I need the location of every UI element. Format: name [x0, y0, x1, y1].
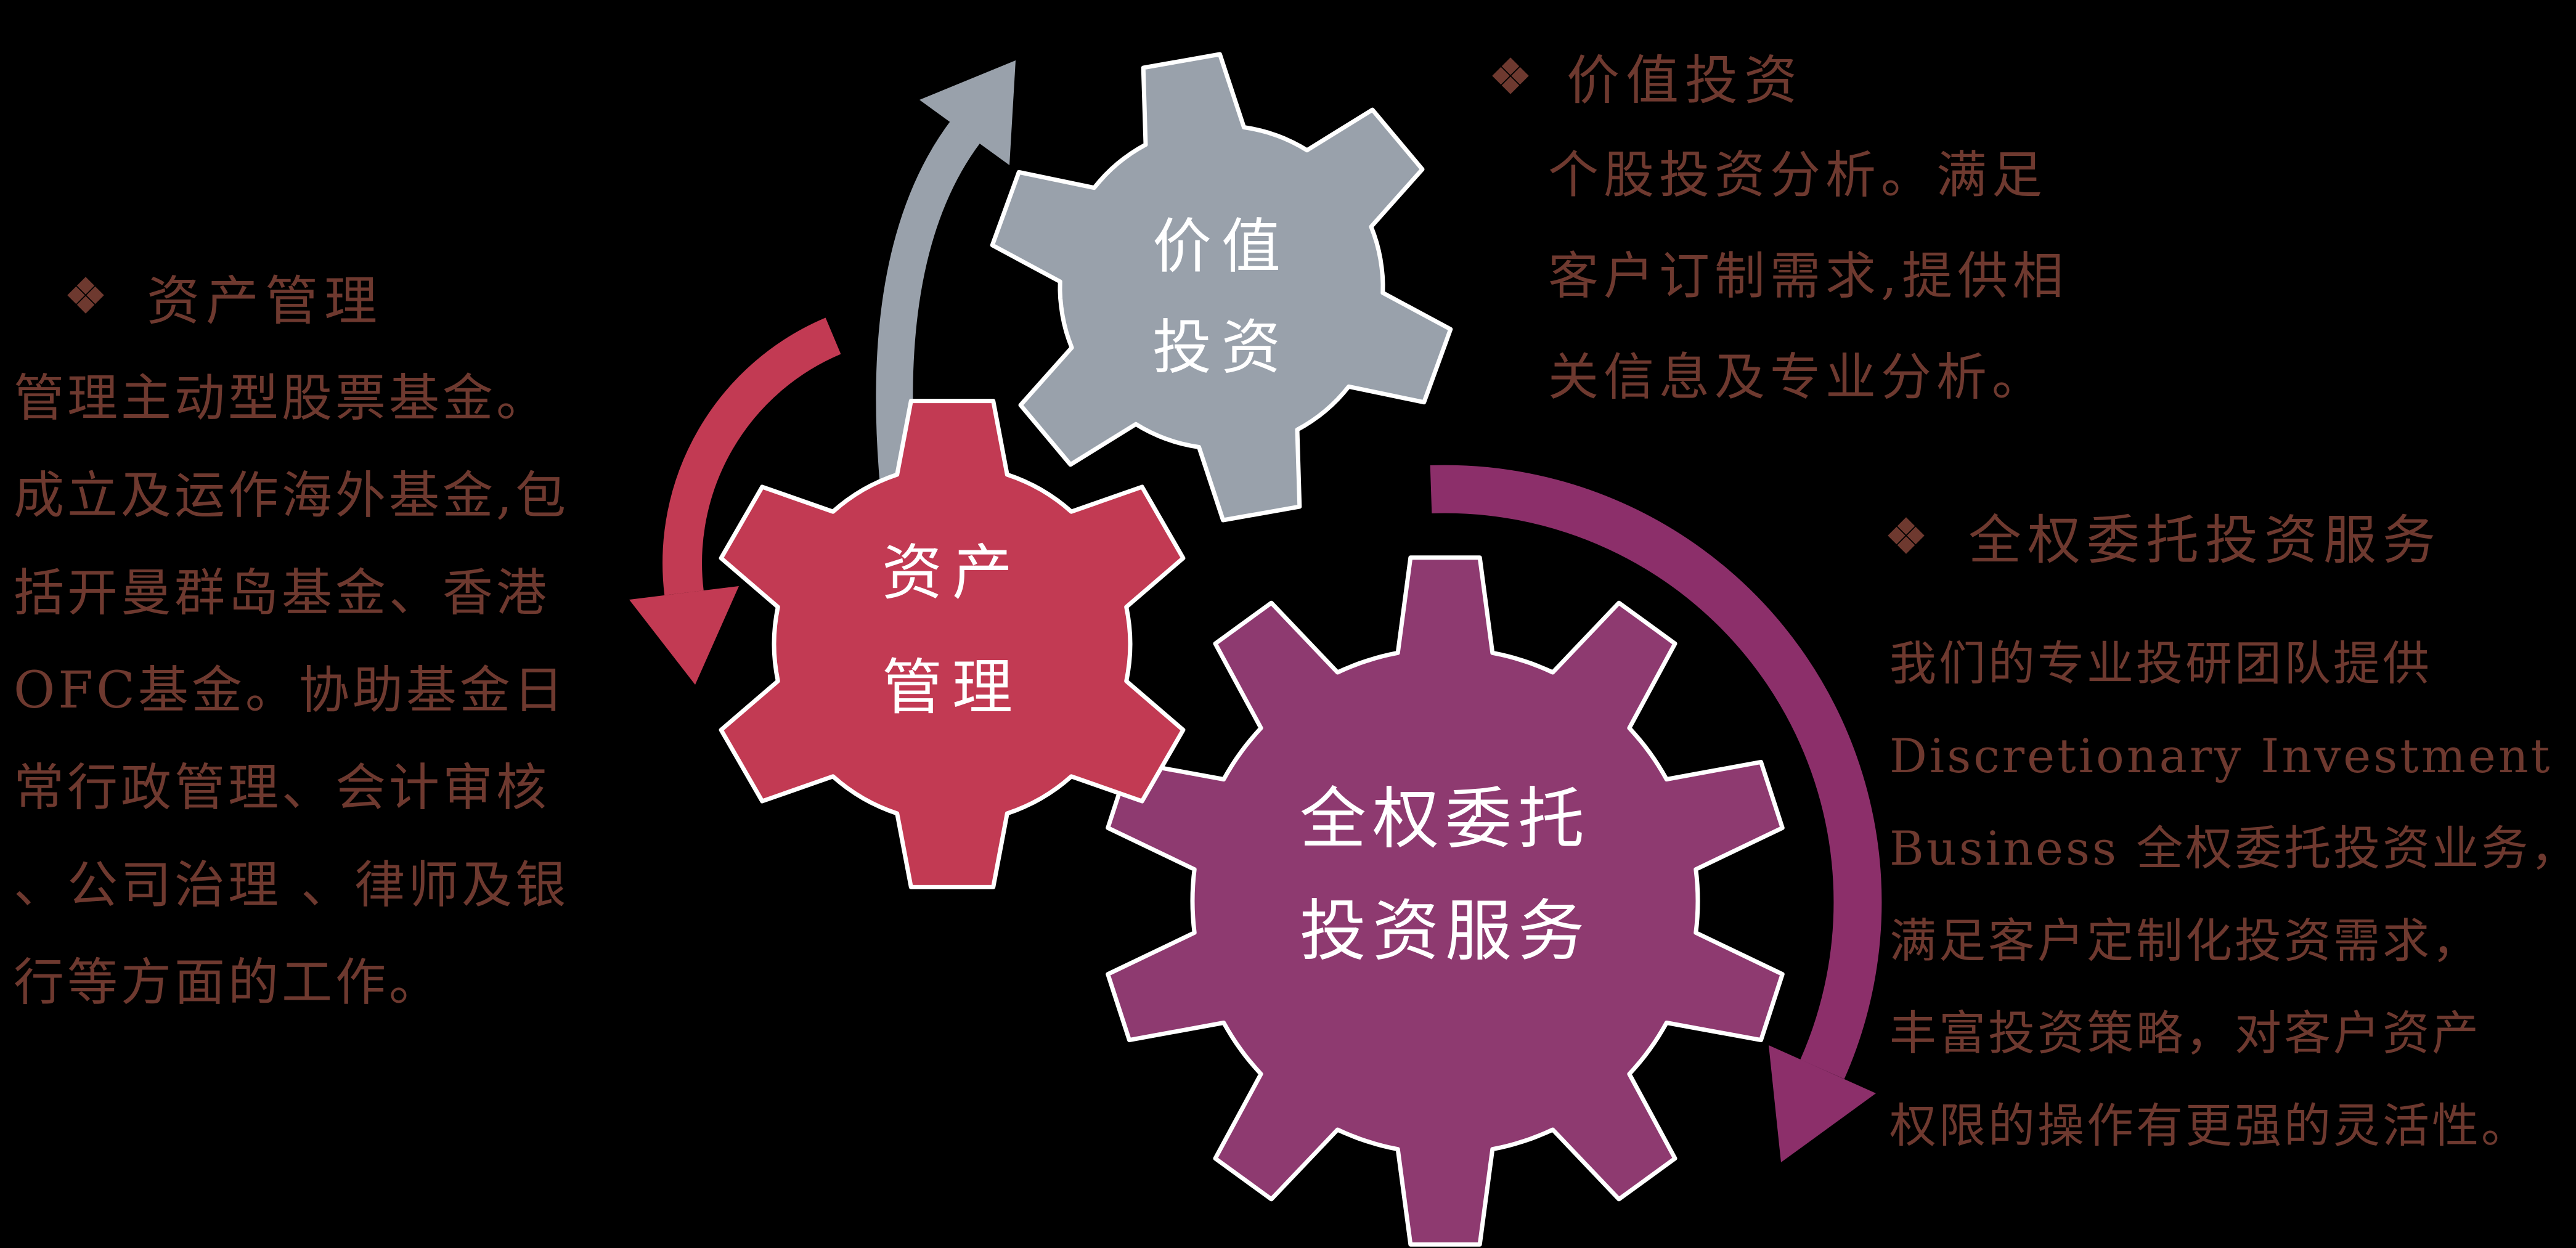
- body-line: 、公司治理 、律师及银: [14, 856, 569, 915]
- gear-asset-management: [719, 399, 1186, 889]
- gear-value-investing: [990, 52, 1453, 523]
- body-line: Business 全权委托投资业务，: [1889, 821, 2576, 876]
- gray-curved-arrow: [876, 119, 981, 532]
- diamond-bullet-icon: [1888, 517, 1925, 554]
- gear-label-line: 管理: [881, 653, 1023, 721]
- gear-label-line: 价值: [1152, 214, 1290, 280]
- gear-label-asset-management: 资产 管理: [882, 515, 1022, 744]
- body-line: 成立及运作海外基金,包: [14, 467, 569, 525]
- section-body-discretionary: 我们的专业投研团队提供 Discretionary Investment Bus…: [1889, 618, 2576, 1172]
- body-line: 括开曼群岛基金、香港: [14, 564, 550, 622]
- section-body-value-investing: 个股投资分析。满足 客户订制需求,提供相 关信息及专业分析。: [1548, 125, 2103, 428]
- section-title-value-investing: 价值投资: [1567, 50, 1803, 112]
- section-title-discretionary: 全权委托投资服务: [1968, 510, 2442, 571]
- body-line: 我们的专业投研团队提供: [1889, 636, 2432, 691]
- gear-label-line: 资产: [881, 539, 1023, 606]
- section-title-asset-management: 资产管理: [147, 271, 383, 332]
- gear-label-line: 投资服务: [1299, 894, 1591, 968]
- section-body-asset-management: 管理主动型股票基金。 成立及运作海外基金,包 括开曼群岛基金、香港 OFC基金。…: [14, 350, 728, 1032]
- body-line: 管理主动型股票基金。: [14, 369, 550, 428]
- diamond-bullet-icon: [1492, 57, 1529, 94]
- body-line: 丰富投资策略，对客户资产: [1889, 1006, 2481, 1061]
- red-arrow-head-icon: [629, 586, 739, 685]
- body-line: 行等方面的工作。: [14, 953, 443, 1012]
- gray-arrow-head-icon: [919, 60, 1016, 165]
- body-line: Discretionary Investment: [1889, 728, 2553, 783]
- body-line: 个股投资分析。满足: [1548, 146, 2048, 205]
- red-curved-arrow: [662, 317, 841, 595]
- body-line: OFC基金。协助基金日: [14, 661, 567, 720]
- diamond-bullet-icon: [67, 277, 104, 314]
- body-line: 客户订制需求,提供相: [1548, 247, 2069, 306]
- body-line: 关信息及专业分析。: [1548, 348, 2048, 407]
- body-line: 权限的操作有更强的灵活性。: [1889, 1098, 2530, 1153]
- gear-label-discretionary: 全权委托 投资服务: [1300, 763, 1591, 987]
- purple-arrow-head-icon: [1769, 1045, 1876, 1162]
- purple-curved-arrow: [1430, 465, 1882, 1079]
- body-line: 满足客户定制化投资需求，: [1889, 913, 2481, 968]
- gear-label-line: 全权委托: [1299, 781, 1591, 856]
- gear-discretionary: [1106, 555, 1785, 1247]
- body-line: 常行政管理、会计审核: [14, 759, 550, 817]
- gear-label-line: 投资: [1152, 315, 1290, 381]
- gear-label-value-investing: 价值 投资: [1152, 197, 1290, 399]
